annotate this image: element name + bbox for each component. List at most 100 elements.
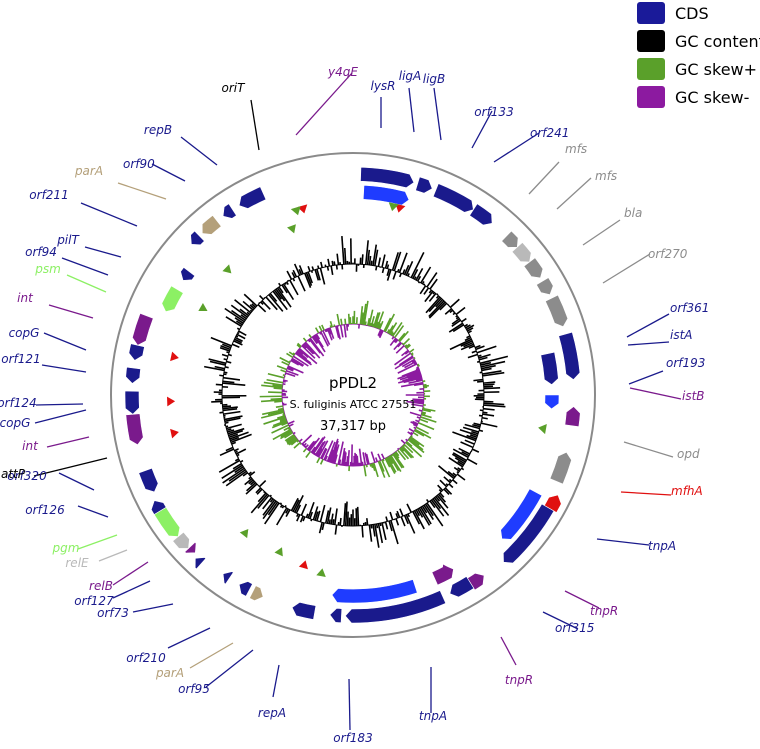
gc-content-bar [480,422,498,428]
gc-content-bar [452,312,456,316]
gc-content-bar [249,309,253,313]
gc-content-bar [466,434,477,440]
gc-content-bar [305,272,313,286]
gc-skew-bar [313,335,326,353]
gc-content-bar [250,493,269,514]
gc-skew-bar [279,418,287,423]
gc-content-bar [448,322,464,333]
gc-skew-bar [413,400,424,404]
gc-skew-bar [318,325,323,332]
gc-skew-bar [271,424,289,434]
gc-content-bar [356,506,360,526]
gc-skew-bar [381,459,391,478]
gc-content-bar [224,417,241,423]
gc-skew-bar [369,463,372,467]
inner-mark-4 [290,206,301,216]
gc-skew-bar [298,438,303,443]
gc-skew-bar [302,337,308,342]
gene-label-45: parA [74,164,103,178]
gc-skew-bar [364,452,369,465]
gc-content-bar [452,448,469,459]
gc-skew-bar [267,410,284,416]
gc-content-bar [471,448,480,453]
gc-content-bar [319,504,326,523]
gc-content-bar [424,503,434,517]
gc-skew-bar [362,452,367,466]
gene-label-4: ligB [423,72,446,86]
gc-skew-bar [311,336,318,345]
gc-content-bar [333,261,336,266]
gc-skew-bar [355,453,358,466]
gc-skew-bar [405,441,423,458]
leader-line-39 [43,332,87,351]
gc-skew-bar [370,315,375,327]
gc-content-bar [395,513,399,519]
gc-content-bar [463,341,474,348]
gc-content-bar [242,472,249,477]
gc-skew-bar [308,334,312,339]
gc-skew-bar [408,438,424,451]
gc-content-bar [268,294,284,312]
leader-line-31 [77,534,118,550]
gc-content-bar [381,254,386,268]
gene-feature-22 [344,590,447,624]
gc-content-bar [432,498,442,510]
gc-content-bar [456,470,459,474]
leader-line-9 [582,219,621,246]
gc-content-bar [456,473,466,481]
gc-skew-bar [378,320,384,330]
gc-skew-bar [392,322,403,337]
gc-content-bar [317,265,320,269]
gc-skew-bar [364,321,367,326]
gc-content-bar [439,492,445,498]
gc-skew-bar [413,356,416,360]
inner-mark-8 [170,351,179,362]
gc-content-bar [231,309,246,321]
leader-line-41 [66,274,107,293]
gc-content-bar [295,504,302,514]
gc-content-bar [480,361,492,366]
gc-skew-bar [397,363,418,374]
gc-content-bar [321,522,325,531]
gc-skew-bar [414,399,424,402]
gc-content-bar [420,506,432,525]
legend-label-gc-content: GC content [675,32,760,51]
gc-content-bar [461,317,467,323]
gc-content-bar [281,284,288,294]
gc-skew-bar [327,328,332,335]
gene-feature-11 [558,331,581,380]
gene-label-14: istB [682,389,705,403]
leader-line-27 [132,603,174,613]
gc-content-bar [477,354,482,358]
gc-content-bar [232,462,242,470]
gc-content-bar [262,500,277,520]
gc-content-bar [421,280,425,285]
gc-skew-bar [329,438,339,463]
gc-content-bar [273,289,283,300]
gc-skew-bar [297,349,304,356]
gc-skew-bar [292,352,296,355]
gc-skew-bar [296,440,300,443]
gc-skew-bar [384,313,396,333]
inner-mark-6 [222,264,232,274]
gc-skew-bar [272,428,292,441]
gc-skew-bar [394,339,399,344]
gene-feature-30 [184,541,197,554]
gc-content-bar [228,353,232,357]
gc-skew-bar [336,325,341,340]
gc-content-bar [243,293,258,307]
gc-skew-bar [336,313,341,326]
gc-skew-bar [335,325,340,338]
gc-content-bar [230,304,249,318]
gc-content-bar [478,353,491,359]
gc-skew-bar [401,342,404,345]
gc-content-bar [333,508,338,525]
gc-content-bar [228,430,244,437]
gc-content-bar [224,307,245,323]
gc-content-bar [478,414,483,417]
gc-content-bar [370,524,373,529]
gc-skew-bar [382,459,385,462]
gc-content-bar [346,511,349,526]
gc-content-bar [330,265,334,275]
leader-line-46 [151,163,186,182]
